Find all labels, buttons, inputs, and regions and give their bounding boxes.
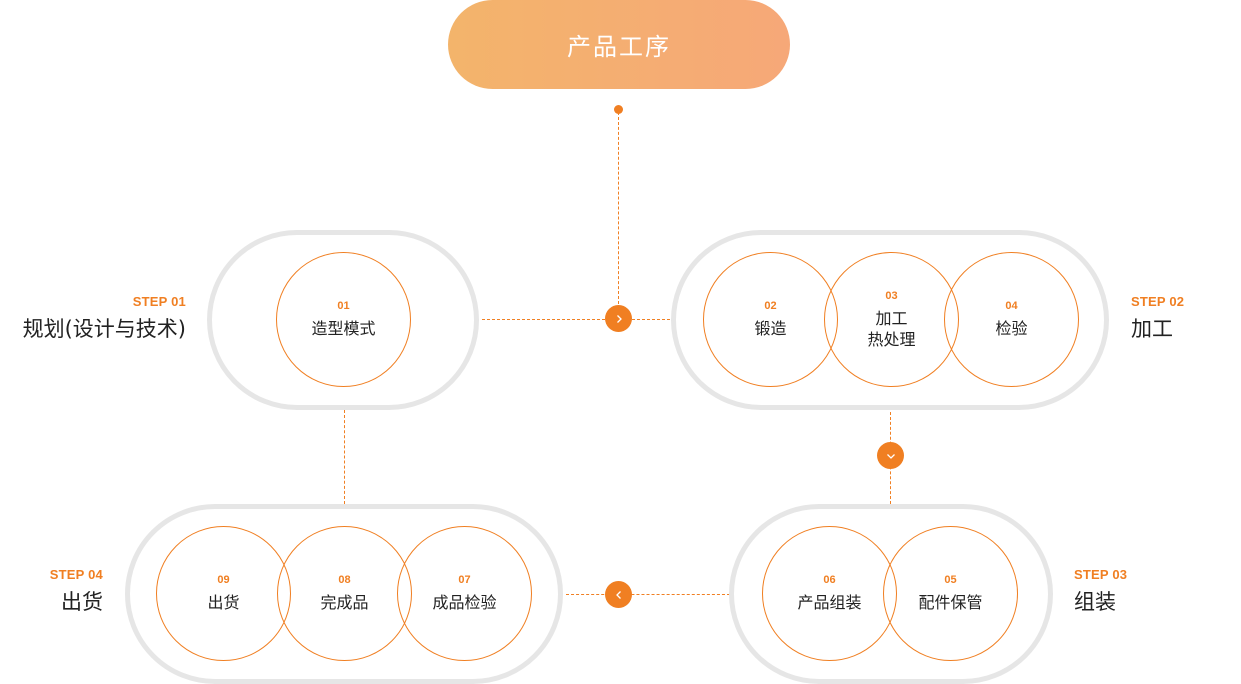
process-title: 产品工序 xyxy=(567,33,671,61)
process-label: 出货 xyxy=(207,593,240,612)
process-number: 03 xyxy=(885,289,898,302)
connector-step3-step4-line xyxy=(566,594,730,595)
connector-title-line xyxy=(618,112,619,304)
process-number: 08 xyxy=(338,574,351,586)
step-02-caption: STEP 02 加工 xyxy=(1131,294,1231,343)
step-name: 规划(设计与技术) xyxy=(22,317,186,341)
process-number: 05 xyxy=(944,574,957,586)
process-07-circle: 07 成品检验 xyxy=(397,526,532,661)
process-05-circle: 05 配件保管 xyxy=(883,526,1018,661)
connector-step1-step2-line xyxy=(482,319,670,320)
process-number: 02 xyxy=(764,300,777,312)
step-name: 加工 xyxy=(1131,317,1173,341)
process-01-circle: 01 造型模式 xyxy=(276,252,411,387)
process-number: 09 xyxy=(217,574,230,586)
process-02-circle: 02 锻造 xyxy=(703,252,838,387)
step-number: STEP 04 xyxy=(49,567,103,582)
process-label: 配件保管 xyxy=(918,593,983,612)
process-number: 04 xyxy=(1005,300,1018,312)
step-name: 组装 xyxy=(1074,590,1116,614)
process-08-circle: 08 完成品 xyxy=(277,526,412,661)
process-label: 完成品 xyxy=(320,593,369,612)
step-number: STEP 02 xyxy=(1131,294,1185,309)
chevron-left-icon xyxy=(605,581,632,608)
process-label: 成品检验 xyxy=(432,593,497,612)
process-label: 加工 热处理 xyxy=(867,308,916,349)
step-number: STEP 01 xyxy=(132,294,186,309)
process-label: 产品组装 xyxy=(797,593,862,612)
connector-dot xyxy=(614,105,623,114)
process-label: 锻造 xyxy=(754,319,787,338)
process-label: 造型模式 xyxy=(311,319,376,338)
step-number: STEP 03 xyxy=(1074,567,1128,582)
process-label: 检验 xyxy=(995,319,1028,338)
process-number: 06 xyxy=(823,574,836,586)
step-03-caption: STEP 03 组装 xyxy=(1074,567,1174,616)
process-04-circle: 04 检验 xyxy=(944,252,1079,387)
connector-step1-step4-line xyxy=(344,410,345,504)
process-title-pill: 产品工序 xyxy=(448,0,790,89)
chevron-down-icon xyxy=(877,442,904,469)
process-number: 07 xyxy=(458,574,471,586)
step-04-caption: STEP 04 出货 xyxy=(0,567,103,616)
process-06-circle: 06 产品组装 xyxy=(762,526,897,661)
process-09-circle: 09 出货 xyxy=(156,526,291,661)
step-name: 出货 xyxy=(61,590,103,614)
chevron-right-icon xyxy=(605,305,632,332)
step-01-caption: STEP 01 规划(设计与技术) xyxy=(0,294,186,343)
process-number: 01 xyxy=(337,300,350,312)
process-03-circle: 03 加工 热处理 xyxy=(824,252,959,387)
